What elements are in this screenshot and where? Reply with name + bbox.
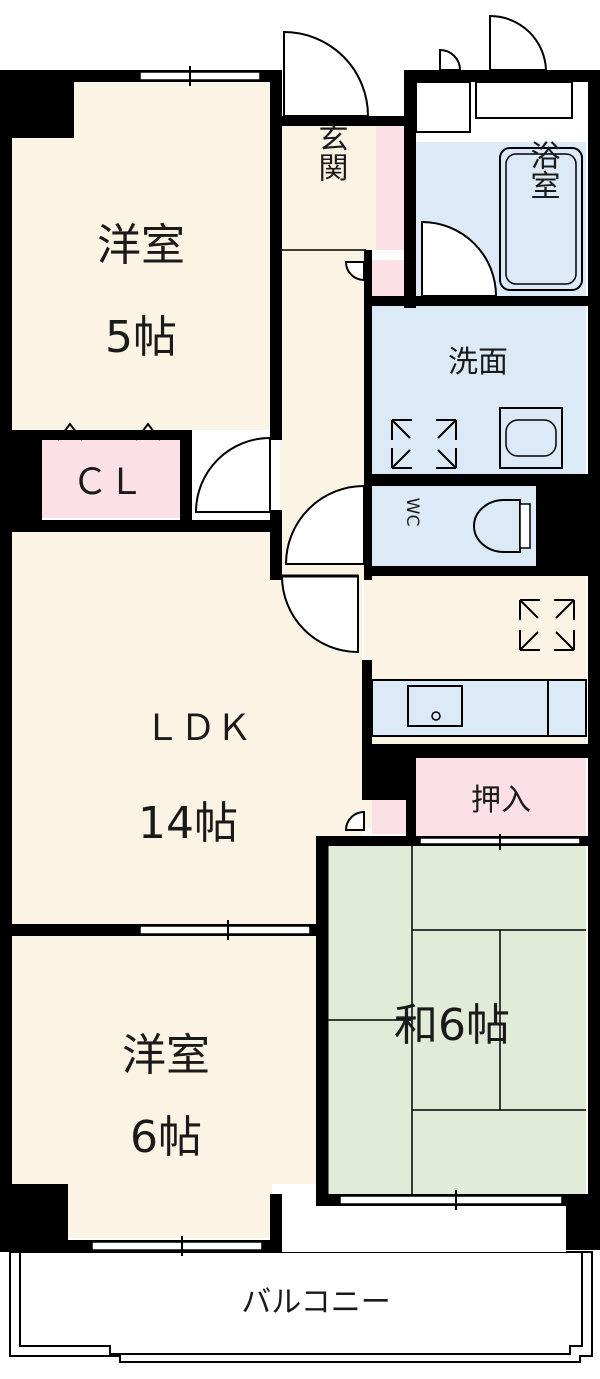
western-room-5-name: 洋室 <box>97 220 185 271</box>
fixtures <box>50 147 587 1194</box>
western-room-5-area-b <box>12 138 272 430</box>
western-room-5-area-c <box>72 82 270 142</box>
washer-space <box>391 419 457 469</box>
entrance-side <box>376 126 404 250</box>
kitchen-vent <box>519 599 575 651</box>
western-room-6-area <box>12 936 316 1184</box>
ldk-name: ＬＤＫ <box>144 708 252 749</box>
entrance-area <box>280 126 376 250</box>
closet-label: ＣＬ <box>72 462 144 503</box>
western-room-6-size: 6帖 <box>130 1112 202 1163</box>
kitchen-counter <box>371 679 587 737</box>
bathtub <box>499 147 583 291</box>
windows <box>91 66 581 1256</box>
western-room-6-name: 洋室 <box>122 1030 210 1081</box>
washroom-label: 洗面 <box>448 345 508 380</box>
washitsu-label: 和6帖 <box>394 1000 510 1051</box>
entrance-label: 玄関 <box>313 122 348 182</box>
oshiire-small <box>372 800 406 834</box>
balcony-label: バルコニー <box>241 1285 390 1320</box>
oshiire-area <box>416 758 586 836</box>
wc-label: WC <box>402 498 422 527</box>
toilet <box>473 499 521 553</box>
wash-basin <box>499 407 563 469</box>
balcony <box>9 1206 593 1363</box>
doors <box>194 14 573 831</box>
tatami-lines <box>328 846 586 1194</box>
closet-area <box>42 440 180 518</box>
bath-label: 浴室 <box>525 140 560 200</box>
western-room-6-area-b <box>68 1180 272 1238</box>
western-room-5-size: 5帖 <box>105 312 177 363</box>
ldk-size: 14帖 <box>138 798 238 849</box>
entrance-shelf <box>370 260 406 296</box>
room-labels: 洋室 5帖 ＣＬ ＬＤＫ 14帖 洋室 6帖 和6帖 玄関 浴室 洗面 WC 押… <box>72 122 560 1320</box>
oshiire-label: 押入 <box>471 783 531 818</box>
